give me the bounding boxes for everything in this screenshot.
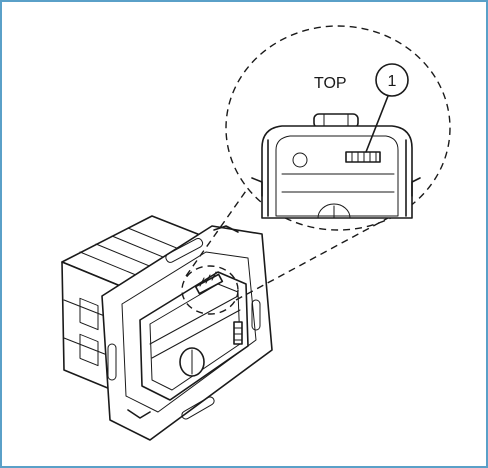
zoom-module-drawing xyxy=(251,113,421,219)
top-label: TOP xyxy=(314,75,347,92)
callout-number: 1 xyxy=(388,73,397,90)
callout-leader-line xyxy=(365,95,389,153)
zoom-circle xyxy=(225,25,451,231)
callout-circle xyxy=(375,63,409,97)
connector-detail xyxy=(345,151,381,163)
callout-1: 1 xyxy=(365,63,409,153)
zoom-detail: 1 TOP xyxy=(225,25,451,231)
zoom-leader-lines xyxy=(185,187,415,301)
connector-highlight-circle xyxy=(181,265,239,315)
device-insert-drawing xyxy=(61,215,273,441)
insert-module xyxy=(139,271,249,401)
